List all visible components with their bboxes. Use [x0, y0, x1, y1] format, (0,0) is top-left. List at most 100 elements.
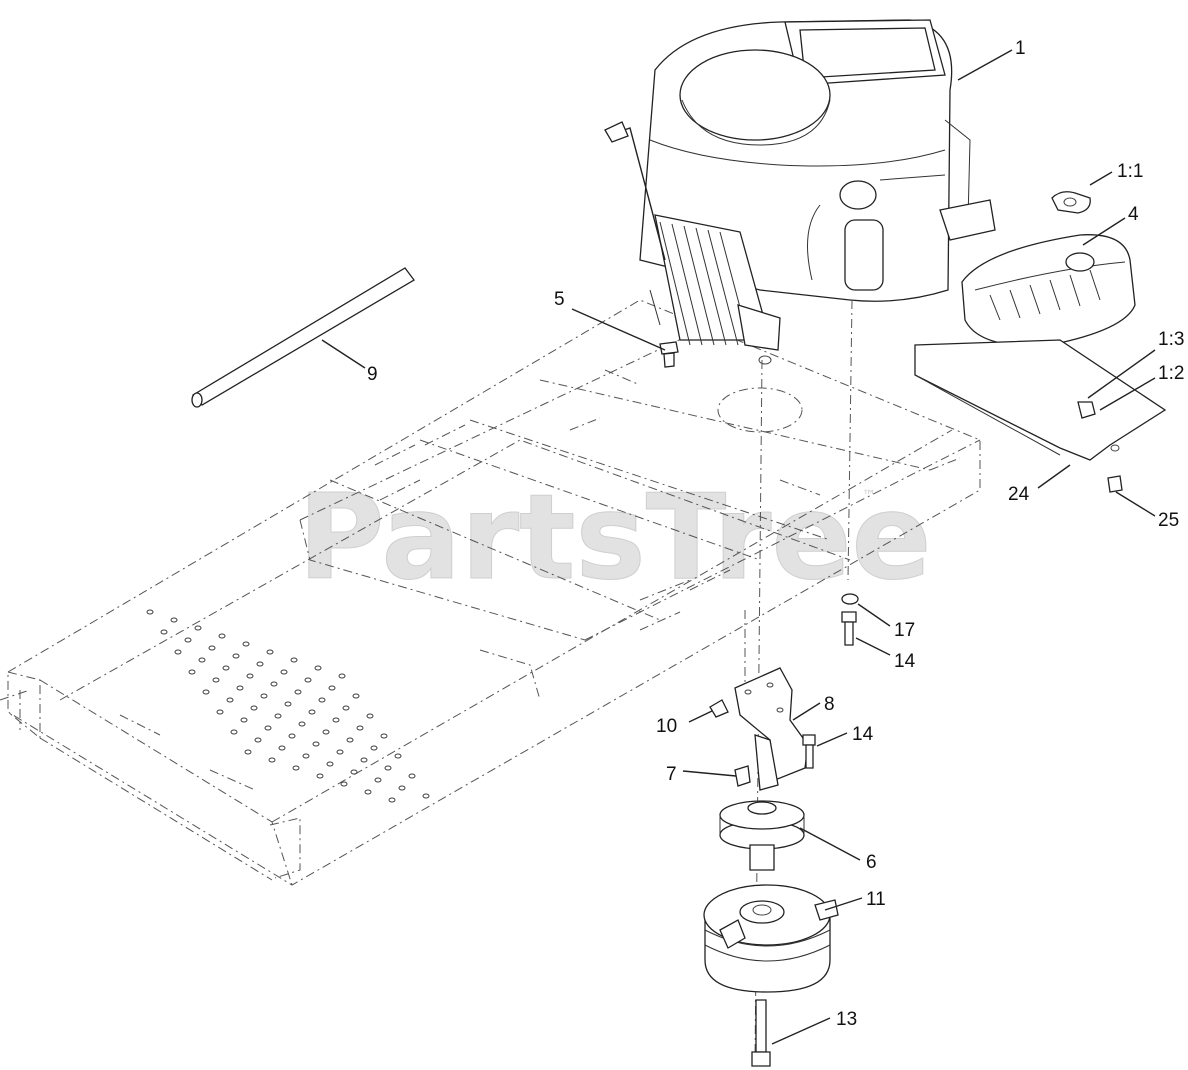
watermark-text: PartsTree	[298, 468, 932, 606]
deck-hole	[244, 749, 252, 755]
deck-hole	[346, 737, 354, 743]
deck-hole	[174, 649, 182, 655]
muffler-heat-shield	[914, 339, 1167, 461]
deck-hole	[208, 645, 216, 651]
callout-13: 13	[836, 1009, 857, 1030]
callout-10: 10	[656, 716, 677, 737]
callout-25: 25	[1158, 510, 1179, 531]
callout-6: 6	[866, 852, 877, 873]
bolt-14-upper	[841, 611, 857, 646]
deck-hole	[366, 713, 374, 719]
callout-14-upper: 14	[894, 651, 916, 672]
callout-4: 4	[1128, 204, 1139, 225]
pto-clutch-11	[703, 884, 839, 993]
deck-hole	[232, 653, 240, 659]
callout-5: 5	[554, 289, 565, 310]
deck-hole	[268, 757, 276, 763]
deck-hole	[250, 705, 258, 711]
callout-14-lower: 14	[852, 724, 874, 745]
callout-11: 11	[866, 889, 886, 910]
callout-9: 9	[367, 364, 378, 385]
deck-hole	[398, 785, 406, 791]
deck-hole	[170, 617, 178, 623]
deck-hole	[338, 673, 346, 679]
deck-hole	[298, 721, 306, 727]
deck-hole	[274, 713, 282, 719]
deck-hole	[246, 673, 254, 679]
callout-1-2: 1:2	[1158, 363, 1184, 384]
bolt-25	[1107, 475, 1123, 493]
muffler	[939, 191, 1136, 347]
washer-17	[841, 593, 859, 605]
deck-hole	[188, 669, 196, 675]
deck-hole	[218, 633, 226, 639]
callout-1: 1	[1015, 38, 1026, 59]
deck-hole	[242, 641, 250, 647]
deck-hole-grid	[146, 609, 430, 803]
clip-7	[734, 765, 751, 787]
deck-hole	[342, 705, 350, 711]
callout-1-1: 1:1	[1117, 161, 1143, 182]
deck-hole	[370, 745, 378, 751]
deck-hole	[326, 761, 334, 767]
deck-hole	[356, 725, 364, 731]
deck-hole	[240, 717, 248, 723]
nut-10	[709, 699, 729, 718]
deck-hole	[294, 689, 302, 695]
deck-hole	[230, 729, 238, 735]
nut-1-2	[1077, 401, 1096, 419]
deck-hole	[352, 693, 360, 699]
deck-hole	[322, 729, 330, 735]
deck-hole	[364, 789, 372, 795]
deck-hole	[198, 657, 206, 663]
rod-9	[191, 267, 415, 408]
deck-hole	[328, 685, 336, 691]
deck-hole	[278, 745, 286, 751]
deck-hole	[160, 629, 168, 635]
deck-hole	[302, 753, 310, 759]
callout-17: 17	[894, 620, 915, 641]
deck-hole	[318, 697, 326, 703]
deck-hole	[290, 657, 298, 663]
deck-hole	[194, 625, 202, 631]
deck-hole	[314, 665, 322, 671]
deck-hole	[184, 637, 192, 643]
deck-hole	[422, 793, 430, 799]
mower-frame	[0, 299, 981, 886]
deck-hole	[336, 749, 344, 755]
engine	[604, 19, 971, 365]
deck-hole	[316, 773, 324, 779]
deck-hole	[212, 677, 220, 683]
callout-labels: 1 1:1 4 5 9 1:3 1:2 24 25 17 14 8 10 14 …	[367, 38, 1184, 1030]
deck-hole	[226, 697, 234, 703]
deck-hole	[380, 733, 388, 739]
deck-hole	[260, 693, 268, 699]
deck-hole	[304, 677, 312, 683]
deck-hole	[350, 769, 358, 775]
bolt-5	[659, 341, 679, 368]
deck-hole	[308, 709, 316, 715]
deck-hole	[292, 765, 300, 771]
deck-hole	[312, 741, 320, 747]
callout-24: 24	[1008, 484, 1030, 505]
deck-hole	[384, 765, 392, 771]
watermark: PartsTree ™	[298, 468, 933, 607]
deck-hole	[236, 685, 244, 691]
deck-hole	[256, 661, 264, 667]
deck-hole	[408, 773, 416, 779]
deck-hole	[360, 757, 368, 763]
callout-7: 7	[666, 764, 677, 785]
pulley-6	[719, 800, 805, 871]
deck-hole	[270, 681, 278, 687]
deck-hole	[280, 669, 288, 675]
deck-hole	[288, 733, 296, 739]
callout-1-3: 1:3	[1158, 329, 1184, 350]
deck-hole	[374, 777, 382, 783]
deck-hole	[332, 717, 340, 723]
deck-hole	[146, 609, 154, 615]
deck-hole	[394, 753, 402, 759]
deck-hole	[284, 701, 292, 707]
deck-hole	[254, 737, 262, 743]
deck-hole	[216, 709, 224, 715]
